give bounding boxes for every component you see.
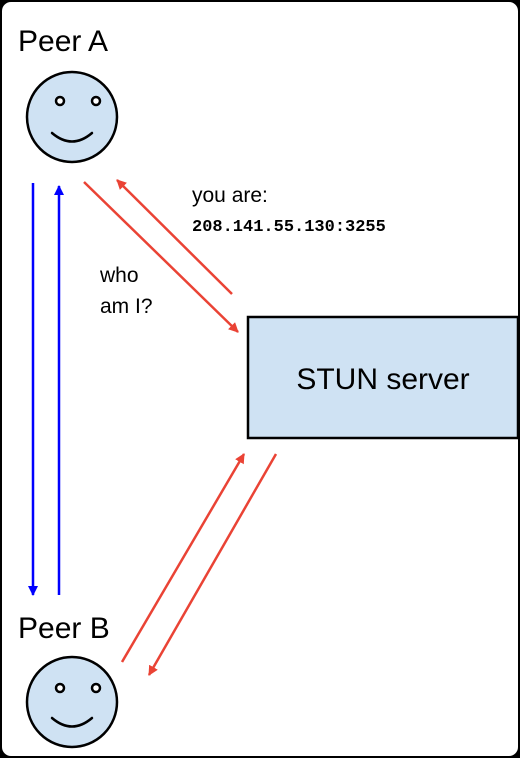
- request-label-line-1: who: [99, 264, 139, 287]
- request-label-line-2: am I?: [100, 295, 153, 318]
- peer-b-request-arrow: [120, 453, 246, 663]
- peer-a-label: Peer A: [18, 25, 108, 58]
- server-response-to-peer-b-arrow: [147, 453, 278, 676]
- response-label-line-1: you are:: [192, 184, 268, 207]
- stun-server-box: STUN server: [246, 315, 520, 440]
- peer-a-request-arrow: [83, 181, 239, 333]
- stun-server-label: STUN server: [296, 363, 469, 396]
- server-response-to-peer-a-arrow: [116, 179, 233, 295]
- peer-a-face-icon: [25, 70, 119, 164]
- peer-b-label: Peer B: [18, 612, 110, 645]
- response-ip-address: 208.141.55.130:3255: [192, 218, 386, 237]
- peer-b-face-icon: [25, 655, 119, 749]
